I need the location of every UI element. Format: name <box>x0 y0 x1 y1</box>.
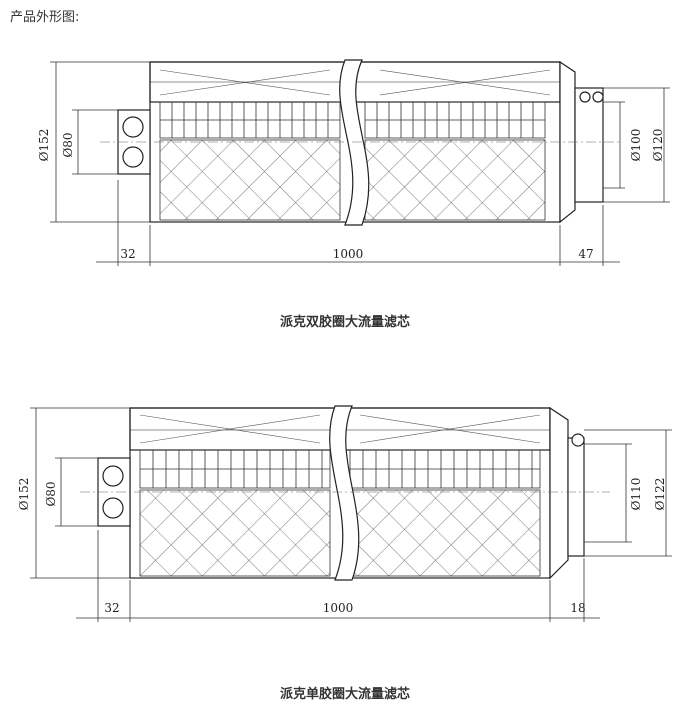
dim-seal-inner: Ø110 <box>629 478 643 511</box>
right-end-cap <box>559 60 604 224</box>
dim-outer-diameter: Ø152 <box>37 129 51 162</box>
break-line <box>329 405 360 581</box>
dim-left-length: 32 <box>104 601 119 615</box>
single-seal-filter-drawing: Ø152 Ø80 Ø110 Ø122 32 1000 18 <box>17 405 672 622</box>
dim-outer-diameter: Ø152 <box>17 478 31 511</box>
dim-right-length: 47 <box>578 247 593 261</box>
page-header: 产品外形图: <box>10 10 80 25</box>
dim-main-length: 1000 <box>333 247 364 261</box>
double-seal-filter-drawing: Ø152 Ø80 Ø100 Ø120 32 1000 47 <box>37 59 670 266</box>
top-pleats <box>139 414 541 444</box>
mesh-left <box>139 489 331 577</box>
dim-right-length: 18 <box>570 601 585 615</box>
figure-1-caption: 派克双胶圈大流量滤芯 <box>279 315 410 330</box>
right-end-cap <box>549 406 585 580</box>
dim-seal-inner: Ø100 <box>629 129 643 162</box>
dim-port-diameter: Ø80 <box>61 132 75 157</box>
mesh-right <box>364 139 546 221</box>
dim-seal-outer: Ø120 <box>651 129 665 162</box>
dim-main-length: 1000 <box>323 601 354 615</box>
mesh-left <box>159 139 341 221</box>
dim-port-diameter: Ø80 <box>44 481 58 506</box>
mesh-right <box>349 489 541 577</box>
break-line <box>339 59 370 226</box>
figure-2-caption: 派克单胶圈大流量滤芯 <box>279 687 410 702</box>
dim-seal-outer: Ø122 <box>653 478 667 511</box>
dim-left-length: 32 <box>120 247 135 261</box>
top-pleats <box>159 69 551 96</box>
